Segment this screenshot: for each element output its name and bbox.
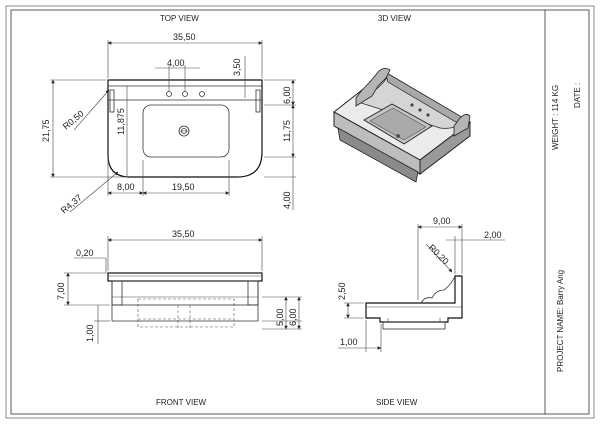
top-tap-offset-label: 3,50 [232, 58, 242, 76]
side-view: 9,00 2,00 R0,20 2,50 1,00 [337, 216, 505, 352]
front-depth-b-label: 6,00 [288, 308, 298, 326]
3d-view [333, 68, 471, 183]
front-overall-width-label: 35,50 [172, 229, 195, 239]
side-view-title: SIDE VIEW [376, 398, 418, 407]
weight-text: WEIGHT : 114 KG [551, 85, 560, 150]
front-view: 35,50 0,20 7,00 1,00 5,00 6,00 [56, 229, 302, 344]
top-view: 35,50 4,00 3,50 21,75 R0,50 11,875 6,00 … [41, 32, 296, 216]
front-height-label: 7,00 [56, 282, 66, 300]
top-left-offset-label: 8,00 [117, 182, 135, 192]
front-depth-a-label: 5,00 [275, 308, 285, 326]
top-inner-height-label: 11,875 [116, 108, 126, 135]
top-bowl-depth-label: 11,75 [282, 120, 292, 142]
top-depth-label: 21,75 [41, 119, 51, 142]
front-base-label: 1,00 [85, 324, 95, 342]
drawing-frame [5, 5, 595, 419]
title-block: WEIGHT : 114 KG DATE : PROJECT NAME: Bar… [551, 83, 582, 372]
side-thickness-label: 2,00 [484, 230, 502, 240]
top-overall-width-label: 35,50 [173, 32, 196, 42]
top-view-title: TOP VIEW [160, 14, 199, 23]
top-bowl-width-label: 19,50 [172, 182, 195, 192]
top-bottom-margin-label: 4,00 [282, 191, 292, 209]
front-lip-label: 0,20 [76, 248, 94, 258]
top-tap-spacing-label: 4,00 [167, 58, 185, 68]
front-view-title: FRONT VIEW [156, 398, 207, 407]
drain-icon [178, 125, 190, 137]
top-margin-label: 6,00 [282, 86, 292, 104]
side-back-height-label: 2,50 [337, 282, 347, 300]
top-small-radius-label: R0,50 [61, 108, 86, 131]
date-text: DATE : [573, 83, 582, 108]
side-base-label: 1,00 [340, 337, 358, 347]
side-width-label: 9,00 [433, 216, 451, 226]
3d-view-title: 3D VIEW [378, 14, 411, 23]
side-radius-label: R0,20 [427, 242, 451, 266]
project-name-text: PROJECT NAME: Barry Ang [556, 270, 565, 372]
